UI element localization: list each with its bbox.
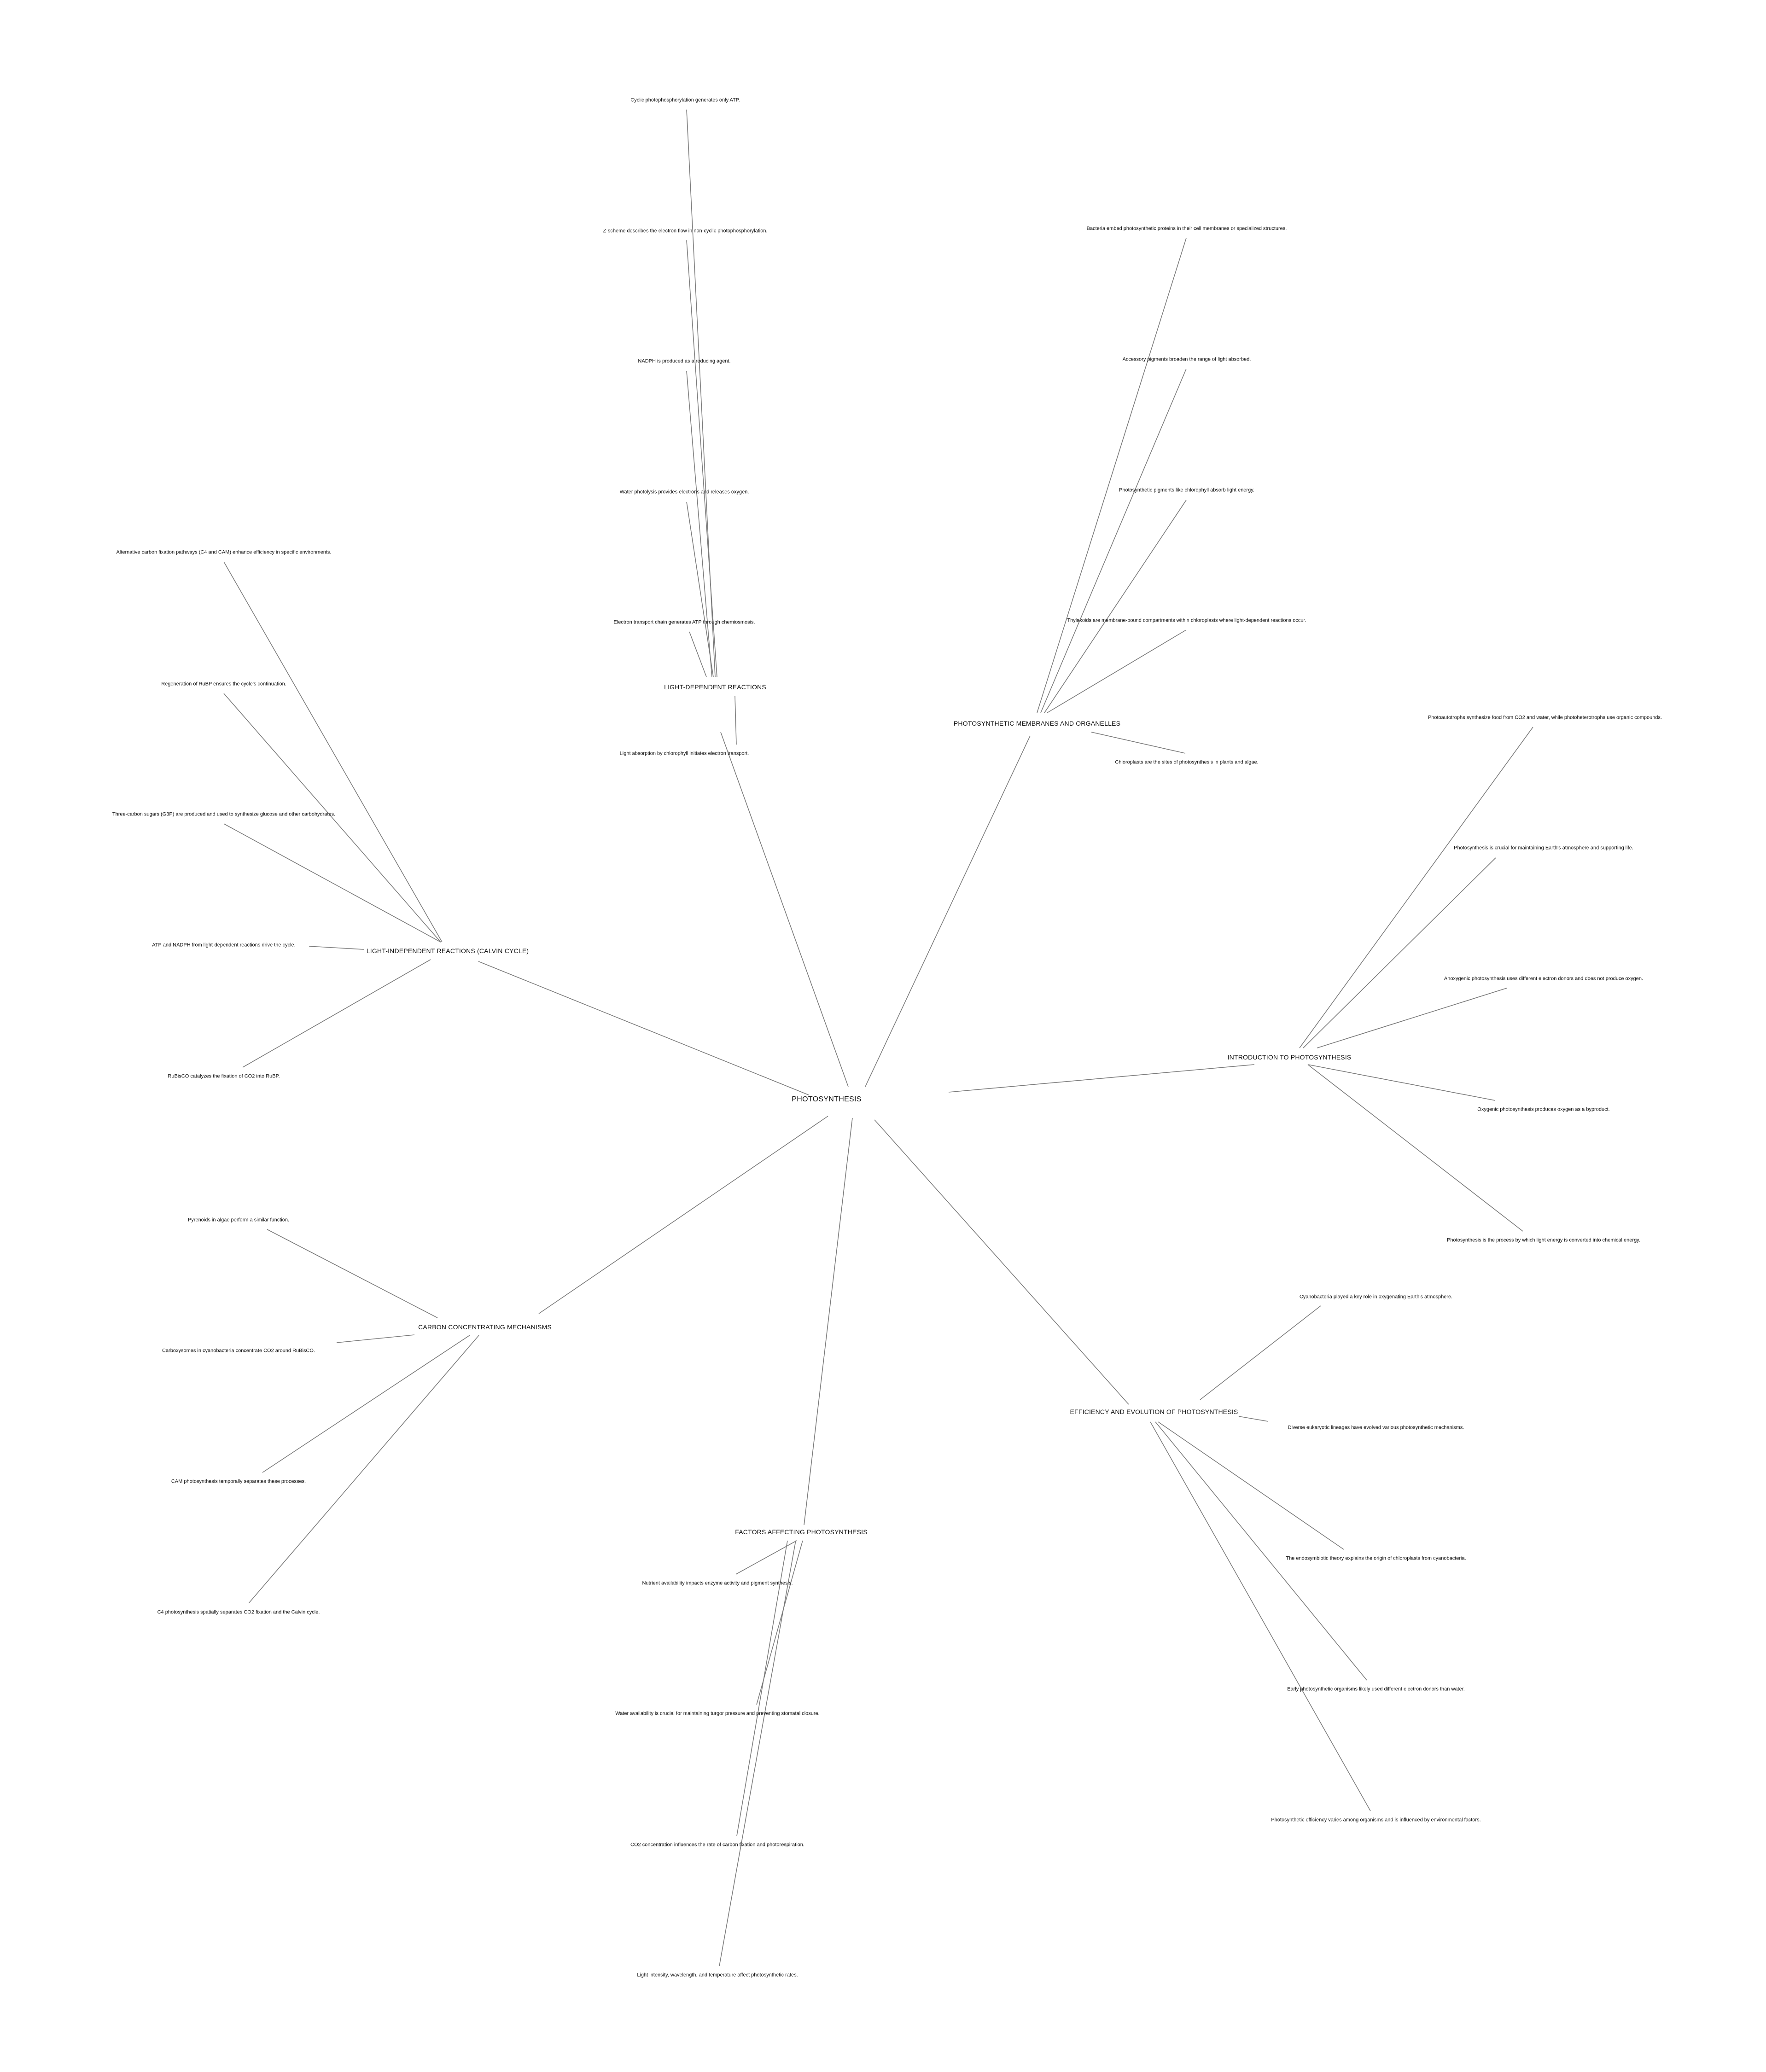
edge-mb-pigments	[1044, 500, 1187, 713]
edge-ld-etc	[689, 631, 707, 677]
edge-root-light-dependent	[720, 732, 849, 1087]
branch-photosynthetic-membranes: PHOTOSYNTHETIC MEMBRANES AND ORGANELLES	[953, 720, 1121, 727]
branch-introduction: INTRODUCTION TO PHOTOSYNTHESIS	[1227, 1053, 1352, 1061]
leaf-light-intensity: Light intensity, wavelength, and tempera…	[637, 1972, 798, 1978]
edge-ld-nadph	[686, 371, 712, 677]
edge-cc-g3p	[223, 823, 441, 943]
edge-cc-rubisco	[242, 959, 431, 1068]
edge-ev-eukaryotic	[1238, 1416, 1269, 1422]
leaf-oxygenic-photosynthesis: Oxygenic photosynthesis produces oxygen …	[1477, 1106, 1610, 1112]
leaf-z-scheme: Z-scheme describes the electron flow in …	[603, 228, 768, 234]
edge-ev-early	[1155, 1421, 1367, 1681]
edge-fa-nutrient	[735, 1540, 797, 1575]
edge-in-anoxygenic	[1317, 988, 1507, 1048]
edge-mb-bacteria	[1037, 238, 1187, 713]
edge-fa-light	[719, 1540, 796, 1967]
edge-in-photoautotrophs	[1299, 727, 1533, 1048]
leaf-c4: C4 photosynthesis spatially separates CO…	[157, 1609, 320, 1615]
leaf-cyanobacteria: Cyanobacteria played a key role in oxyge…	[1299, 1294, 1453, 1300]
leaf-photosynthesis-definition: Photosynthesis is the process by which l…	[1447, 1237, 1640, 1243]
edge-root-membranes	[865, 735, 1031, 1087]
edge-ld-water	[686, 501, 714, 677]
leaf-anoxygenic-photosynthesis: Anoxygenic photosynthesis uses different…	[1444, 976, 1644, 982]
leaf-light-absorption: Light absorption by chlorophyll initiate…	[619, 751, 749, 757]
branch-factors: FACTORS AFFECTING PHOTOSYNTHESIS	[735, 1528, 868, 1536]
edge-mb-accessory	[1040, 368, 1187, 713]
leaf-water-photolysis: Water photolysis provides electrons and …	[619, 489, 749, 495]
leaf-endosymbiotic-theory: The endosymbiotic theory explains the or…	[1286, 1555, 1466, 1561]
edge-cm-carboxysomes	[336, 1334, 415, 1343]
leaf-rubp-regeneration: Regeneration of RuBP ensures the cycle's…	[161, 681, 286, 687]
edge-cm-c4	[248, 1335, 479, 1604]
edge-ld-light-absorption	[734, 696, 737, 745]
leaf-cam: CAM photosynthesis temporally separates …	[171, 1478, 306, 1484]
edge-in-definition	[1307, 1064, 1523, 1232]
edge-mb-chloroplasts	[1091, 732, 1186, 754]
leaf-early-organisms: Early photosynthetic organisms likely us…	[1287, 1686, 1465, 1692]
branch-carbon-concentrating: CARBON CONCENTRATING MECHANISMS	[418, 1323, 552, 1331]
leaf-chloroplasts: Chloroplasts are the sites of photosynth…	[1115, 759, 1259, 765]
leaf-atp-nadph: ATP and NADPH from light-dependent react…	[152, 942, 296, 948]
edge-root-factors	[804, 1117, 853, 1525]
edge-root-intro	[948, 1064, 1255, 1093]
leaf-alternative-pathways: Alternative carbon fixation pathways (C4…	[116, 549, 332, 555]
leaf-bacteria-membranes: Bacteria embed photosynthetic proteins i…	[1086, 226, 1287, 232]
edge-ev-cyanobacteria	[1200, 1305, 1321, 1400]
root-node: PHOTOSYNTHESIS	[792, 1095, 862, 1103]
edge-ev-endosymbiotic	[1158, 1421, 1344, 1550]
leaf-cyclic-photophosphorylation: Cyclic photophosphorylation generates on…	[630, 97, 740, 103]
edge-cm-cam	[262, 1335, 470, 1473]
leaf-pyrenoids: Pyrenoids in algae perform a similar fun…	[187, 1217, 290, 1223]
edge-cm-pyrenoids	[267, 1229, 438, 1318]
edge-cc-atp	[309, 946, 365, 950]
leaf-nutrient-availability: Nutrient availability impacts enzyme act…	[642, 1580, 793, 1586]
leaf-earth-atmosphere-life: Photosynthesis is crucial for maintainin…	[1454, 845, 1633, 851]
edge-root-calvin	[478, 961, 809, 1095]
leaf-eukaryotic-lineages: Diverse eukaryotic lineages have evolved…	[1288, 1425, 1464, 1431]
edge-in-earth	[1303, 857, 1496, 1048]
leaf-photoautotrophs: Photoautotrophs synthesize food from CO2…	[1428, 715, 1662, 721]
edge-root-evolution	[874, 1119, 1129, 1405]
leaf-photosynthetic-efficiency: Photosynthetic efficiency varies among o…	[1271, 1817, 1481, 1823]
branch-calvin-cycle: LIGHT-INDEPENDENT REACTIONS (CALVIN CYCL…	[366, 947, 529, 955]
edge-ld-zscheme	[686, 240, 717, 677]
leaf-nadph: NADPH is produced as a reducing agent.	[638, 358, 731, 364]
leaf-carboxysomes: Carboxysomes in cyanobacteria concentrat…	[162, 1348, 315, 1354]
leaf-thylakoids: Thylakoids are membrane-bound compartmen…	[1067, 617, 1306, 623]
branch-efficiency-evolution: EFFICIENCY AND EVOLUTION OF PHOTOSYNTHES…	[1070, 1408, 1238, 1415]
edge-mb-thylakoids	[1047, 629, 1187, 713]
leaf-electron-transport-chain: Electron transport chain generates ATP t…	[613, 619, 755, 625]
leaf-rubisco: RuBisCO catalyzes the fixation of CO2 in…	[168, 1073, 280, 1079]
edge-cc-alternative	[223, 561, 443, 943]
edge-in-oxygenic	[1307, 1064, 1496, 1101]
leaf-photosynthetic-pigments: Photosynthetic pigments like chlorophyll…	[1119, 487, 1254, 493]
leaf-water-availability: Water availability is crucial for mainta…	[615, 1711, 820, 1717]
leaf-co2-concentration: CO2 concentration influences the rate of…	[630, 1842, 804, 1848]
leaf-accessory-pigments: Accessory pigments broaden the range of …	[1122, 356, 1251, 362]
branch-light-dependent: LIGHT-DEPENDENT REACTIONS	[664, 683, 766, 691]
edge-ev-efficiency	[1150, 1421, 1371, 1811]
edge-cc-rubp	[223, 693, 441, 943]
edge-fa-co2	[736, 1540, 788, 1836]
leaf-g3p-sugars: Three-carbon sugars (G3P) are produced a…	[112, 811, 336, 817]
edge-root-ccm	[538, 1116, 828, 1314]
